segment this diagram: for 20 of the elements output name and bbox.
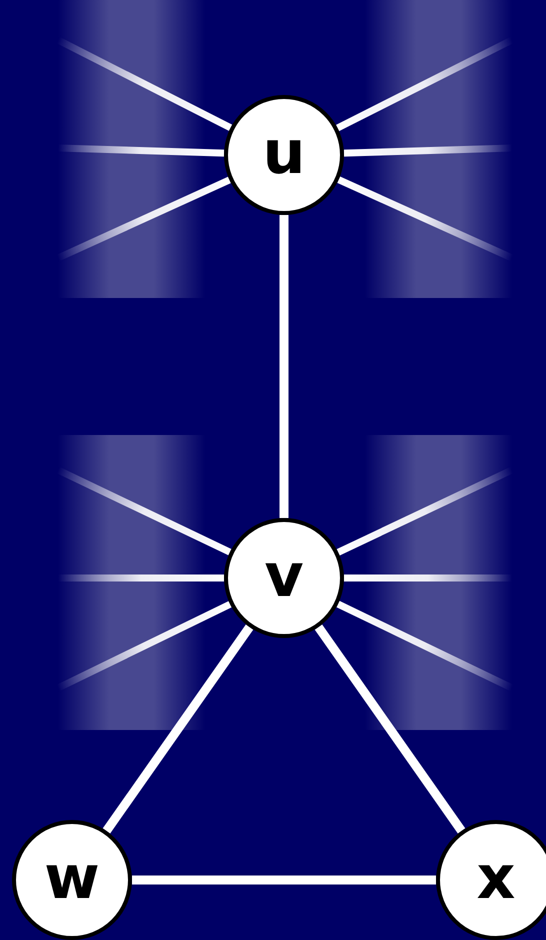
fading-edge-line bbox=[58, 144, 224, 157]
fading-edge-line bbox=[56, 176, 231, 262]
fading-edge-line bbox=[344, 144, 512, 157]
fading-edge-line bbox=[344, 574, 512, 582]
fading-edge-line bbox=[336, 600, 514, 692]
edge-line bbox=[102, 624, 254, 834]
edge-line bbox=[132, 876, 436, 884]
vertex-label: w bbox=[44, 848, 100, 908]
vertex-label: v bbox=[264, 546, 304, 606]
fading-edge-line bbox=[336, 466, 514, 556]
fading-edge-line bbox=[337, 176, 514, 262]
fading-edge-line bbox=[56, 466, 232, 556]
vertex-label: x bbox=[476, 848, 516, 908]
fading-edge-line bbox=[336, 36, 514, 132]
edge-line bbox=[280, 215, 288, 518]
fading-edge-line bbox=[58, 574, 224, 582]
fading-edge-line bbox=[56, 601, 232, 692]
fading-edge-line bbox=[56, 36, 232, 131]
vertex-label: u bbox=[262, 123, 306, 183]
edge-line bbox=[314, 624, 466, 834]
